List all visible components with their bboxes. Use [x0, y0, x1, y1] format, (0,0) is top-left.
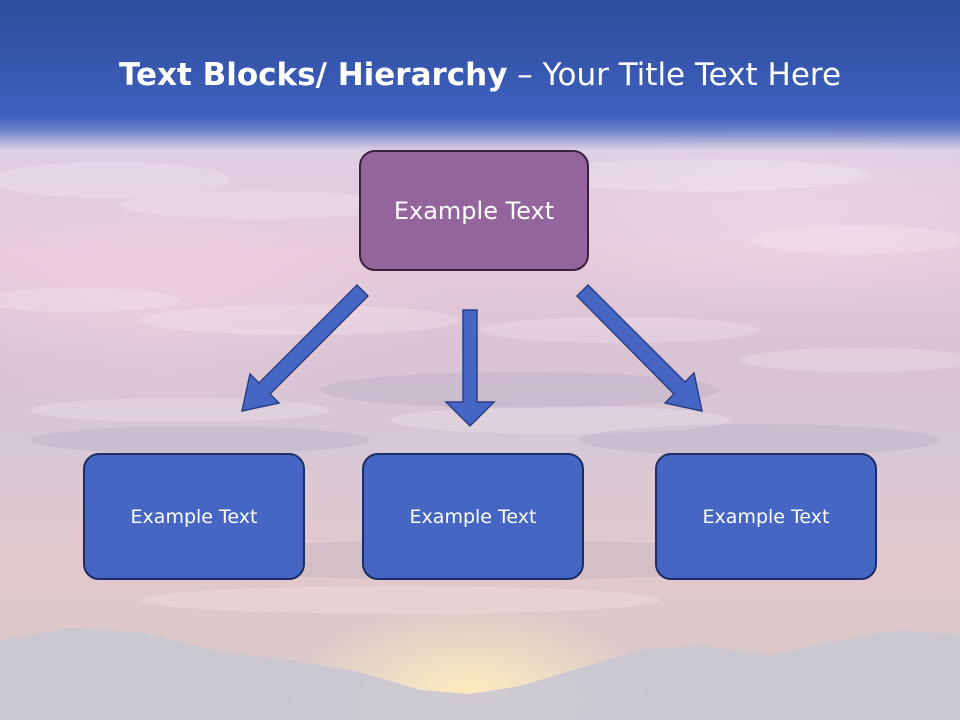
slide-title-rest: – Your Title Text Here [507, 57, 842, 93]
arrow-right [575, 283, 703, 412]
top-node-box: Example Text [359, 150, 589, 271]
child-node-box-center: Example Text [362, 453, 584, 580]
child-node-label-center: Example Text [409, 505, 537, 528]
child-node-box-left: Example Text [83, 453, 305, 580]
title-band [0, 0, 960, 150]
arrow-center [444, 309, 496, 428]
slide-title: Text Blocks/ Hierarchy – Your Title Text… [0, 52, 960, 98]
child-node-label-right: Example Text [702, 505, 830, 528]
mountain-silhouette [0, 628, 960, 720]
top-node-label: Example Text [393, 196, 555, 225]
arrow-left [241, 283, 370, 412]
slide-title-bold: Text Blocks/ Hierarchy [118, 57, 508, 93]
child-node-label-left: Example Text [130, 505, 258, 528]
child-node-box-right: Example Text [655, 453, 877, 580]
